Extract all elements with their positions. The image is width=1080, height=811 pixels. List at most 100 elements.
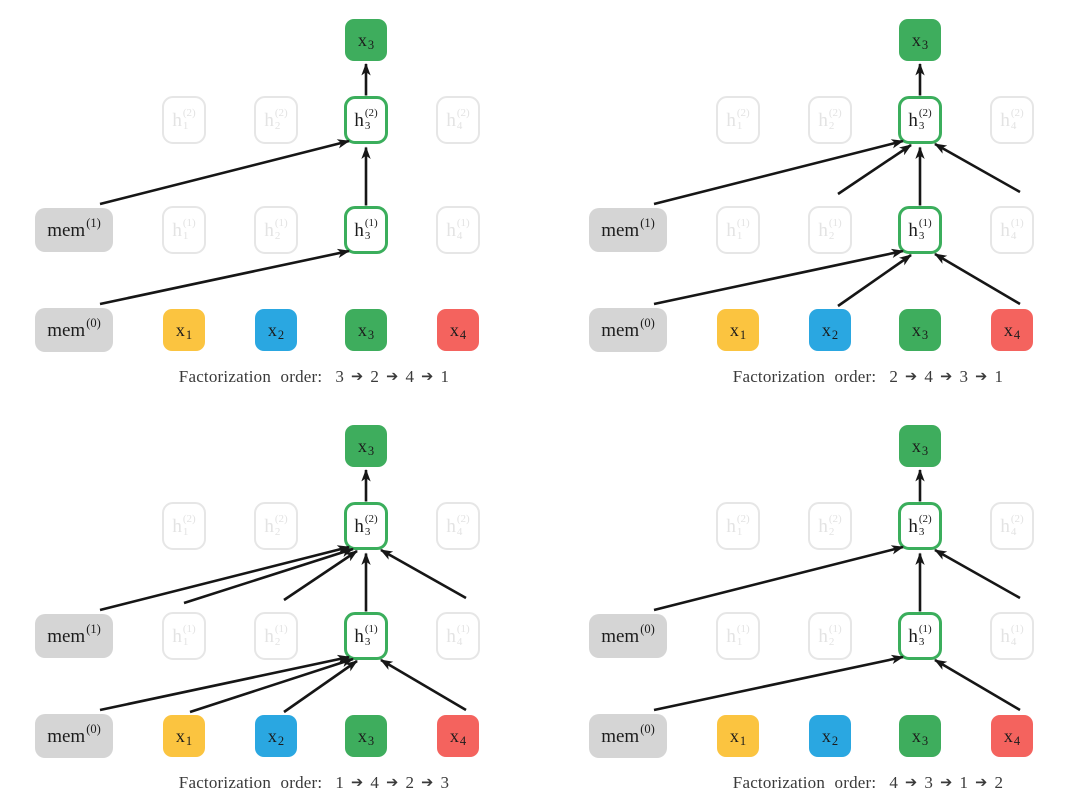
label-superscript: (2)	[736, 513, 750, 525]
label-subscript: 2	[274, 230, 281, 242]
node-h3-layer1-highlighted: h(1)3	[344, 206, 388, 254]
label-base: h	[1000, 515, 1010, 537]
node-h2-layer2-faded: h(2)2	[808, 96, 852, 144]
node-h1-layer1-faded: h(1)1	[716, 206, 760, 254]
node-label: h(2)4	[1000, 108, 1023, 132]
label-supsub: (2)3	[919, 108, 932, 132]
label-supsub: (2)1	[183, 514, 196, 538]
node-label: h(1)1	[172, 624, 195, 648]
label-supsub: (1)4	[1011, 624, 1024, 648]
node-h1-layer2-faded: h(2)1	[716, 96, 760, 144]
node-h3-layer2-highlighted: h(2)3	[898, 96, 942, 144]
label-subscript: 3	[364, 636, 371, 648]
arrow-mem-to-h3-layer2	[653, 545, 905, 612]
right-arrow-glyph: ➔	[386, 775, 399, 791]
caption-order-number: 2	[994, 773, 1004, 792]
label-base: x	[911, 726, 921, 746]
label-subscript: 2	[274, 526, 281, 538]
label-base: x	[729, 726, 739, 746]
label-base: h	[726, 515, 736, 537]
node-h3-layer2-highlighted: h(2)3	[344, 502, 388, 550]
node-label: h(2)2	[818, 514, 841, 538]
label-superscript: (1)	[456, 217, 470, 229]
arrow-h2-to-h3-layer2	[837, 143, 912, 196]
label-subscript: 1	[182, 526, 189, 538]
label-base: h	[726, 109, 736, 131]
node-label: h(1)3	[354, 218, 377, 242]
label-base: x	[449, 320, 459, 340]
caption-order-number: 1	[440, 367, 450, 386]
label-subscript: 2	[828, 526, 835, 538]
node-h2-layer2-faded: h(2)2	[254, 502, 298, 550]
label-base: h	[1000, 219, 1010, 241]
node-label: h(1)1	[726, 624, 749, 648]
label-base: h	[264, 625, 274, 647]
label-base: x	[267, 726, 277, 746]
node-mem-middle-row: mem(1)	[589, 208, 667, 252]
label-subscript: 4	[1010, 230, 1017, 242]
label-supsub: (1)3	[365, 624, 378, 648]
arrow-h4-to-h3-layer2	[934, 142, 1021, 194]
label-base: x	[267, 320, 277, 340]
label-base: mem	[601, 725, 640, 747]
label-base: x	[449, 726, 459, 746]
caption-order-number: 3	[924, 773, 934, 792]
label-supsub: (2)4	[1011, 514, 1024, 538]
right-arrow-glyph: ➔	[975, 369, 988, 385]
label-base: h	[264, 219, 274, 241]
label-subscript: 3	[367, 37, 375, 52]
label-subscript: 2	[277, 327, 285, 342]
label-supsub: (2)2	[829, 514, 842, 538]
factorization-caption: Factorization order:3➔2➔4➔1	[179, 367, 453, 387]
node-h4-layer1-faded: h(1)4	[990, 206, 1034, 254]
label-subscript: 2	[274, 120, 281, 132]
label-superscript: (1)	[274, 623, 288, 635]
node-label: h(2)3	[354, 514, 377, 538]
label-base: h	[908, 625, 918, 647]
label-supsub: (2)2	[829, 108, 842, 132]
node-label: mem(1)	[47, 217, 101, 240]
label-superscript: (2)	[182, 513, 196, 525]
label-base: h	[908, 109, 918, 131]
label-subscript: 4	[1010, 120, 1017, 132]
label-base: mem	[601, 319, 640, 341]
label-subscript: 2	[277, 733, 285, 748]
label-subscript: 4	[456, 636, 463, 648]
label-superscript: (1)	[456, 623, 470, 635]
node-label: h(1)4	[446, 218, 469, 242]
label-superscript: (1)	[736, 217, 750, 229]
label-base: h	[264, 515, 274, 537]
label-base: h	[818, 515, 828, 537]
node-label: mem(0)	[601, 623, 655, 646]
label-base: h	[172, 109, 182, 131]
node-label: h(2)4	[446, 514, 469, 538]
label-superscript: (1)	[86, 621, 101, 636]
label-subscript: 3	[921, 443, 929, 458]
node-label: mem(0)	[601, 723, 655, 747]
right-arrow-glyph: ➔	[386, 369, 399, 385]
label-base: h	[446, 515, 456, 537]
label-subscript: 3	[367, 443, 375, 458]
label-supsub: (1)2	[275, 624, 288, 648]
label-base: x	[729, 320, 739, 340]
arrow-mem-to-h3-layer1	[99, 248, 351, 306]
label-superscript: (1)	[828, 217, 842, 229]
node-label: h(2)2	[818, 108, 841, 132]
node-h4-layer2-faded: h(2)4	[990, 96, 1034, 144]
caption-order-number: 2	[405, 773, 415, 792]
label-base: x	[911, 320, 921, 340]
node-label: h(1)3	[354, 624, 377, 648]
label-supsub: (1)2	[829, 624, 842, 648]
